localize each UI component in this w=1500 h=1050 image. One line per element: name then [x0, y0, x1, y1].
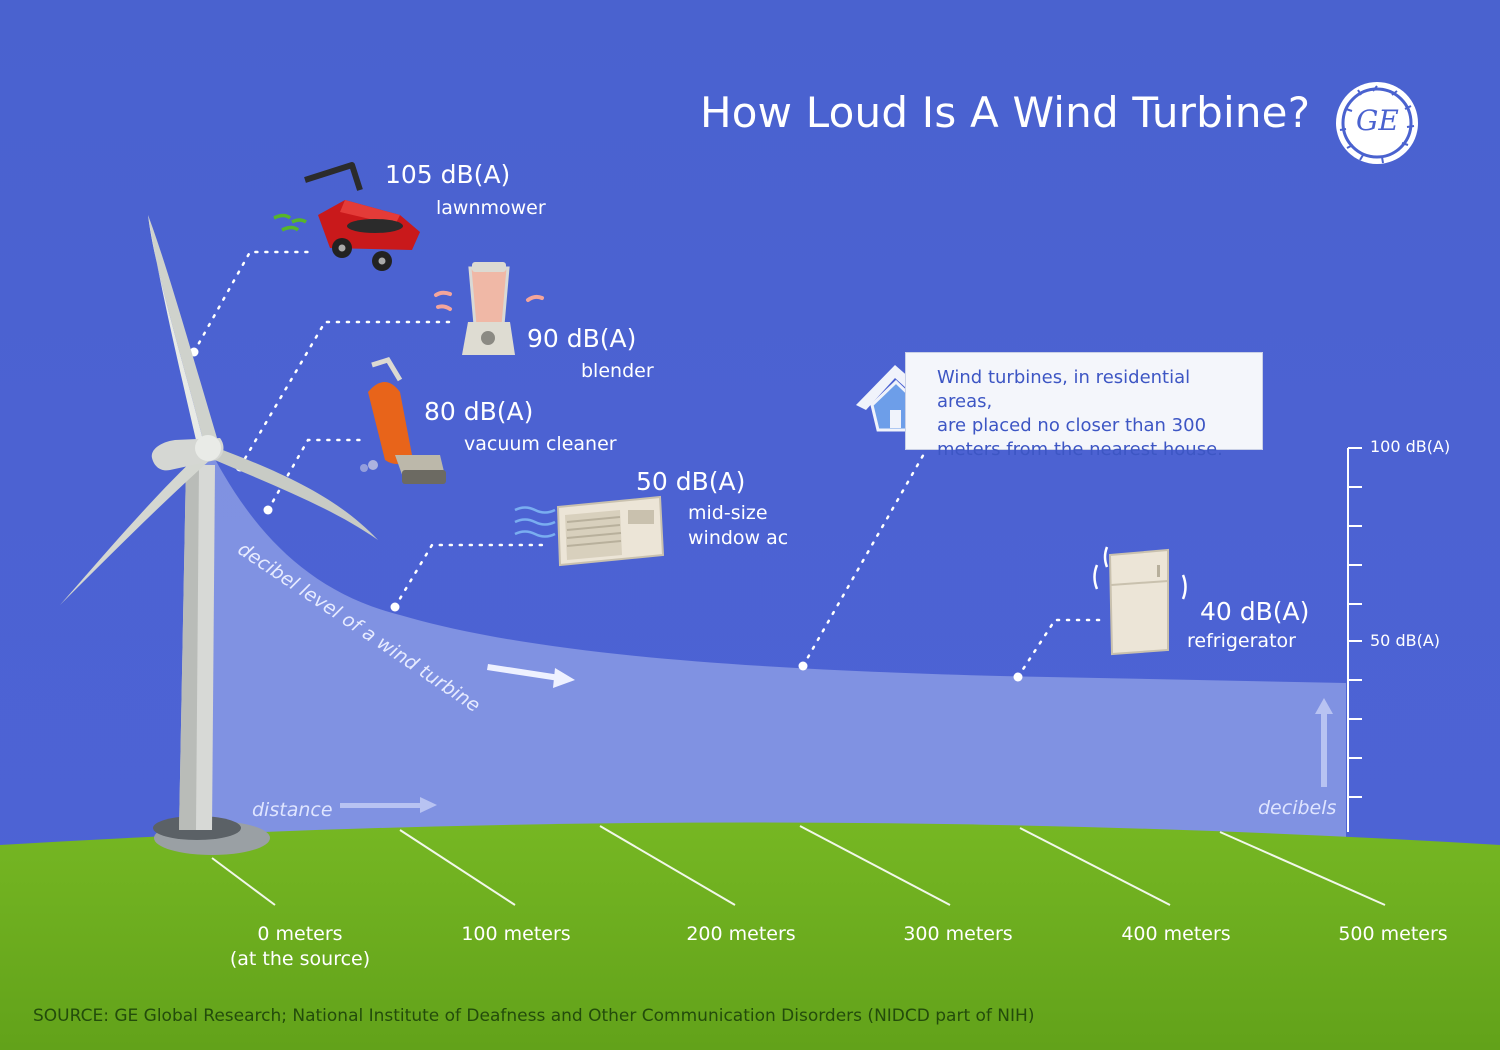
blender-icon [434, 262, 544, 355]
refrigerator-db: 40 dB(A) [1200, 597, 1310, 626]
decibels-axis-label: decibels [1258, 797, 1337, 819]
distance-label-200: 200 meters [686, 923, 796, 945]
scale-label-top: 100 dB(A) [1370, 437, 1451, 456]
distance-marker-lines [211, 825, 1386, 906]
ac-db: 50 dB(A) [636, 467, 746, 496]
air-conditioner-icon [514, 495, 665, 567]
distance-axis-label: distance [252, 799, 333, 821]
callout-line-2: are placed no closer than 300 [937, 415, 1207, 436]
vacuum-label: vacuum cleaner [464, 433, 617, 455]
scale-label-mid: 50 dB(A) [1370, 631, 1441, 650]
refrigerator-icon [1093, 546, 1187, 656]
turbine-decibel-area [205, 440, 1346, 840]
distance-label-0-main: 0 meters [257, 923, 343, 945]
distance-label-300: 300 meters [903, 923, 1013, 945]
distance-label-400: 400 meters [1121, 923, 1231, 945]
lawnmower-db: 105 dB(A) [385, 160, 511, 189]
lawnmower-label: lawnmower [436, 197, 546, 219]
ac-label-line1: mid-size [688, 502, 768, 524]
vacuum-db: 80 dB(A) [424, 397, 534, 426]
distance-label-500: 500 meters [1338, 923, 1448, 945]
callout-box: Wind turbines, in residential areas, are… [905, 352, 1263, 460]
distance-label-0-sub: (at the source) [229, 948, 371, 970]
callout-line-1: Wind turbines, in residential areas, [937, 367, 1191, 412]
ground [0, 822, 1500, 1050]
blender-db: 90 dB(A) [527, 324, 637, 353]
ac-label-line2: window ac [688, 527, 789, 549]
refrigerator-label: refrigerator [1187, 630, 1296, 652]
decibel-arrow [1315, 698, 1333, 787]
curve-arrow [487, 664, 575, 688]
distance-arrow [340, 797, 437, 813]
source-note: SOURCE: GE Global Research; National Ins… [33, 1006, 1035, 1026]
blender-label: blender [581, 360, 654, 382]
decibel-scale [1347, 447, 1362, 832]
page-title: How Loud Is A Wind Turbine? [700, 88, 1311, 137]
distance-label-100: 100 meters [461, 923, 571, 945]
vacuum-icon [360, 357, 446, 484]
leader-lines [192, 250, 1102, 679]
ge-logo-text: GE [1356, 104, 1399, 137]
distance-label-0: 0 meters (at the source) [220, 922, 380, 972]
wind-turbine-icon [60, 215, 378, 855]
callout-line-3: meters from the nearest house. [937, 439, 1223, 460]
ge-logo-icon [1336, 82, 1418, 164]
lawnmower-icon [273, 162, 420, 271]
